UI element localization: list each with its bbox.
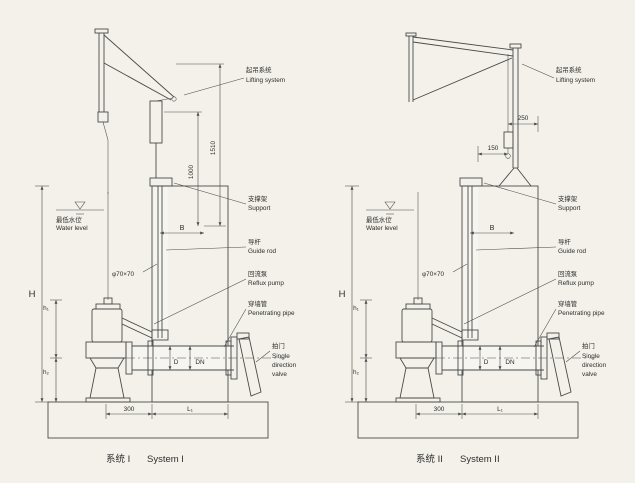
dim-250: 250 (518, 115, 529, 122)
hook (505, 153, 511, 159)
lifting-leader (183, 77, 245, 96)
lifting-leader (521, 63, 555, 79)
support-leg-left (498, 167, 515, 187)
caption-system1-en: System I (147, 454, 184, 465)
jib-second-chord (412, 41, 514, 57)
hoist-cylinder (149, 100, 163, 144)
hook-block (503, 131, 514, 149)
caption-system2-en: System II (460, 454, 500, 465)
mast-cap (509, 43, 522, 49)
caption-system2-zh: 系统 II (416, 453, 443, 465)
system-2: 250 150 系统 II System II (339, 32, 607, 465)
jib-upper-chord (103, 34, 175, 98)
jib-tip-pulley (171, 96, 177, 102)
jib-lower-chord (103, 62, 172, 101)
jib-upper-chord (412, 36, 514, 51)
mast-cap (94, 28, 109, 34)
dim-150: 150 (488, 145, 499, 152)
caption-system1-zh: 系统 I (106, 453, 130, 465)
crane-dims-system-1: 1510 1000 (164, 63, 245, 227)
crane-dims-system-2: 250 150 (477, 63, 555, 162)
crane-system-2 (405, 32, 532, 187)
support-leg-right (516, 167, 532, 187)
dim-1000: 1000 (188, 164, 195, 179)
jib-lower-brace (412, 57, 513, 101)
crane-system-1 (94, 28, 177, 194)
dim-1510: 1510 (210, 140, 217, 155)
post-cap (405, 32, 417, 37)
pulley-block (97, 111, 109, 123)
system-1: 1510 1000 系统 I System I (29, 28, 297, 465)
